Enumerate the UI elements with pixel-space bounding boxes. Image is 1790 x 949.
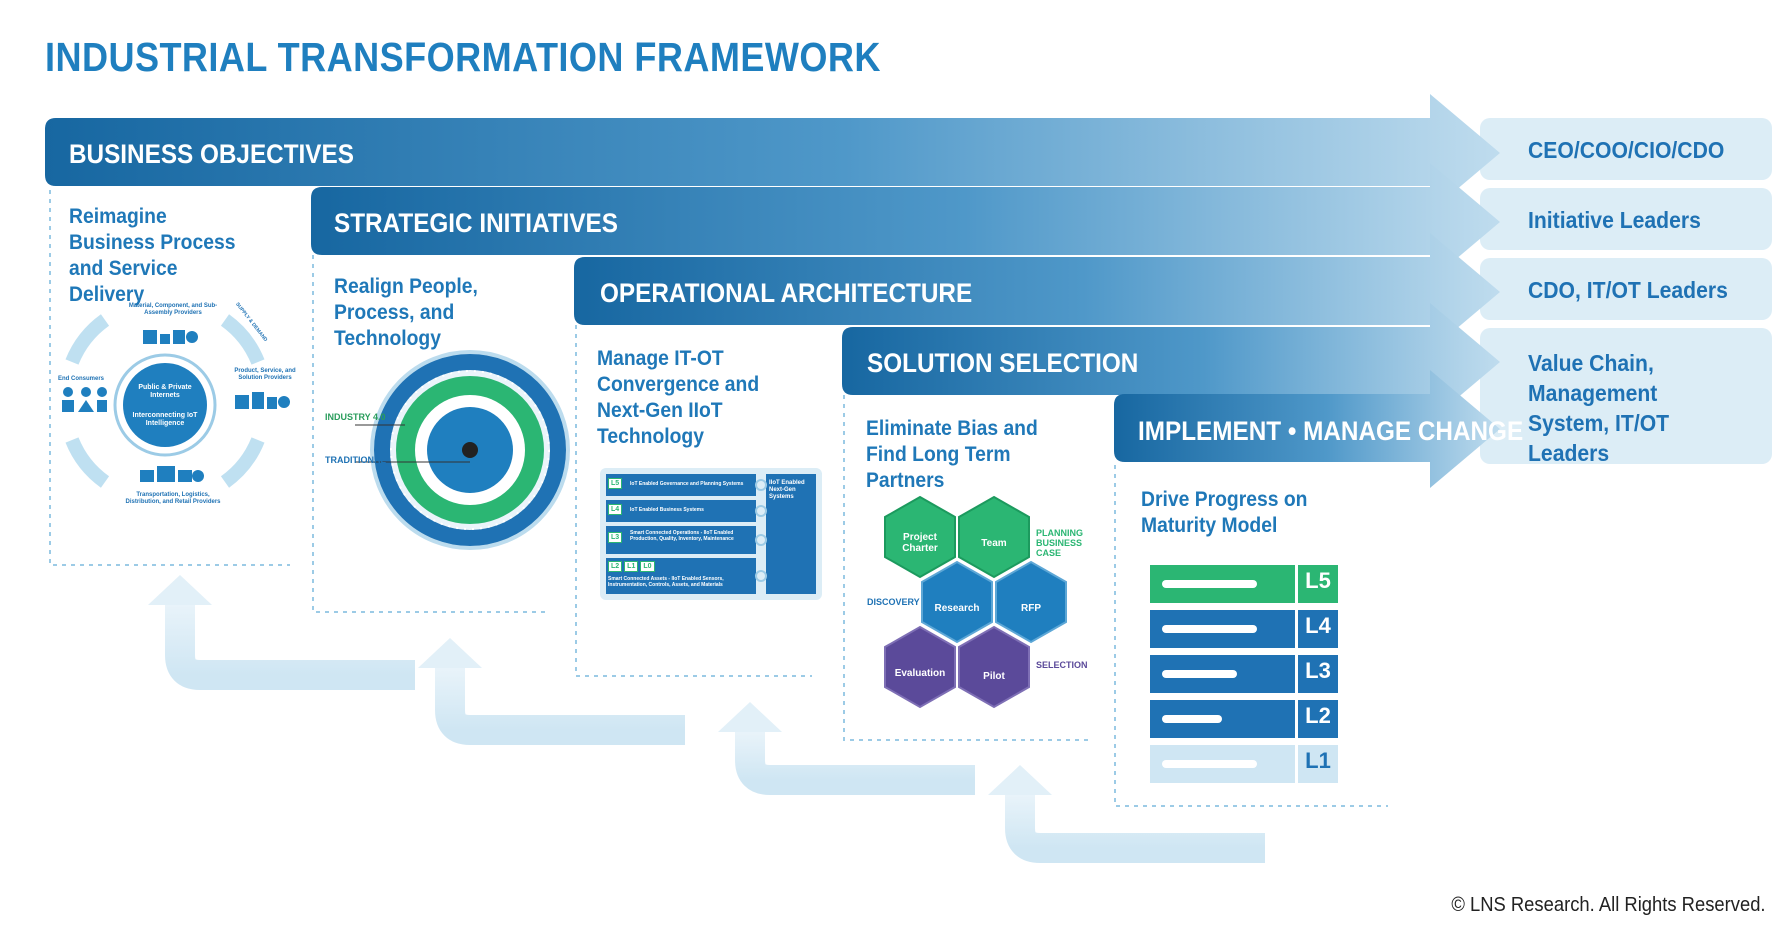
hex-label-evaluation: Evaluation <box>894 668 946 679</box>
description-business: Reimagine Business Process and Service D… <box>69 205 236 306</box>
band-arrow-2 <box>311 163 1500 281</box>
ecosystem-center <box>123 363 207 447</box>
ecosystem-center-top: Public & Private Internets <box>138 384 192 399</box>
hex-label-team: Team <box>981 538 1007 549</box>
phase-label-selection: SELECTION <box>1036 660 1088 670</box>
band-label-strategic-initiatives: STRATEGIC INITIATIVES <box>334 208 618 238</box>
arch-row-1-levels: L5 <box>608 478 623 489</box>
arch-row-4-text: Smart Connected Assets - IIoT Enabled Se… <box>608 576 724 588</box>
band-arrow-4 <box>842 303 1500 421</box>
band-arrow-3 <box>574 233 1500 351</box>
panel-1-border <box>49 190 290 566</box>
cycle-arrow <box>65 314 110 365</box>
selection-hexes <box>884 495 1067 709</box>
hex-label-pilot: Pilot <box>983 671 1005 682</box>
arch-row-3-levels: L3 <box>608 532 623 543</box>
arch-row-3-text: Smart Connected Operations - IIoT Enable… <box>630 530 734 542</box>
level-badge: L4 <box>608 504 623 515</box>
maturity-level-l1: L1 <box>1305 748 1331 773</box>
level-badge: L3 <box>608 532 623 543</box>
band-arrow-1 <box>45 94 1500 212</box>
band-label-solution-selection: SOLUTION SELECTION <box>867 348 1139 378</box>
page-title: INDUSTRIAL TRANSFORMATION FRAMEWORK <box>45 34 881 80</box>
feedback-arrow-3 <box>718 702 975 795</box>
panel-2-border <box>312 255 548 613</box>
ecosystem-graphic <box>62 314 290 488</box>
role-box-3 <box>1480 258 1772 320</box>
panel-5-border <box>1114 465 1388 807</box>
hex-label-project-charter: Project Charter <box>902 532 938 554</box>
factory-icon <box>143 330 198 344</box>
description-implement: Drive Progress on Maturity Model <box>1141 488 1308 537</box>
maturity-level-l3: L3 <box>1305 658 1331 683</box>
description-strategy: Realign People, Process, and Technology <box>334 275 478 350</box>
phase-label-planning: PLANNING BUSINESS CASE <box>1036 528 1083 558</box>
maturity-level-l2: L2 <box>1305 703 1331 728</box>
role-label-1: CEO/COO/CIO/CDO <box>1528 137 1725 163</box>
ecosystem-node-bottom: Transportation, Logistics, Distribution,… <box>125 492 221 505</box>
industry-4-label: INDUSTRY 4.0 <box>325 412 386 422</box>
role-label-3: CDO, IT/OT Leaders <box>1528 277 1728 303</box>
ecosystem-node-right: Product, Service, and Solution Providers <box>234 368 296 381</box>
cycle-arrow <box>220 437 265 488</box>
role-boxes <box>1480 118 1772 464</box>
ecosystem-node-left: End Consumers <box>58 376 105 382</box>
ecosystem-node-top: Material, Component, and Sub-Assembly Pr… <box>128 303 218 316</box>
description-selection: Eliminate Bias and Find Long Term Partne… <box>866 417 1038 492</box>
building-icon <box>235 392 290 409</box>
hex-label-rfp: RFP <box>1021 603 1041 614</box>
arch-row-1-text: IoT Enabled Governance and Planning Syst… <box>630 481 744 487</box>
feedback-arrow-4 <box>988 765 1265 863</box>
panel-3-border <box>575 325 812 677</box>
feedback-arrow-1 <box>148 575 415 690</box>
role-label-4: Value Chain, Management System, IT/OT Le… <box>1528 350 1670 466</box>
strategy-wheel <box>355 350 570 550</box>
arch-row-4-levels: L2 L1 L0 <box>608 561 655 572</box>
feedback-arrow-2 <box>418 638 685 745</box>
maturity-ladder <box>1150 565 1338 783</box>
band-label-business-objectives: BUSINESS OBJECTIVES <box>69 139 354 169</box>
feedback-arrows <box>148 575 1265 863</box>
arch-row-2-levels: L4 <box>608 504 623 515</box>
architecture-graphic <box>600 468 822 600</box>
ecosystem-center-bottom: Interconnecting IoT Intelligence <box>132 412 198 427</box>
band-label-implement: IMPLEMENT • MANAGE CHANGE <box>1138 416 1524 446</box>
level-badge: L0 <box>640 561 655 572</box>
role-box-4 <box>1480 328 1772 464</box>
maturity-level-l4: L4 <box>1305 613 1331 638</box>
maturity-level-l5: L5 <box>1305 568 1331 593</box>
cycle-arrow <box>65 437 110 488</box>
role-box-2 <box>1480 188 1772 250</box>
cycle-arrow <box>220 314 265 365</box>
level-badge: L1 <box>624 561 639 572</box>
copyright: © LNS Research. All Rights Reserved. <box>1451 894 1766 916</box>
phase-label-discovery: DISCOVERY <box>867 597 920 607</box>
band-arrows <box>45 94 1500 488</box>
band-arrow-5 <box>1114 370 1500 488</box>
band-label-operational-architecture: OPERATIONAL ARCHITECTURE <box>600 278 973 308</box>
level-badge: L5 <box>608 478 623 489</box>
traditional-label: TRADITIONAL <box>325 455 386 465</box>
home-icon <box>62 387 107 412</box>
hex-label-research: Research <box>934 603 980 614</box>
arch-side-label: IIoT Enabled Next-Gen Systems <box>769 480 805 500</box>
panel-4-border <box>843 395 1088 741</box>
arch-row-2-text: IoT Enabled Business Systems <box>630 507 704 513</box>
role-box-1 <box>1480 118 1772 180</box>
description-architecture: Manage IT-OT Convergence and Next-Gen II… <box>597 347 760 448</box>
level-badge: L2 <box>608 561 623 572</box>
role-label-2: Initiative Leaders <box>1528 207 1701 233</box>
truck-icon <box>140 466 204 482</box>
